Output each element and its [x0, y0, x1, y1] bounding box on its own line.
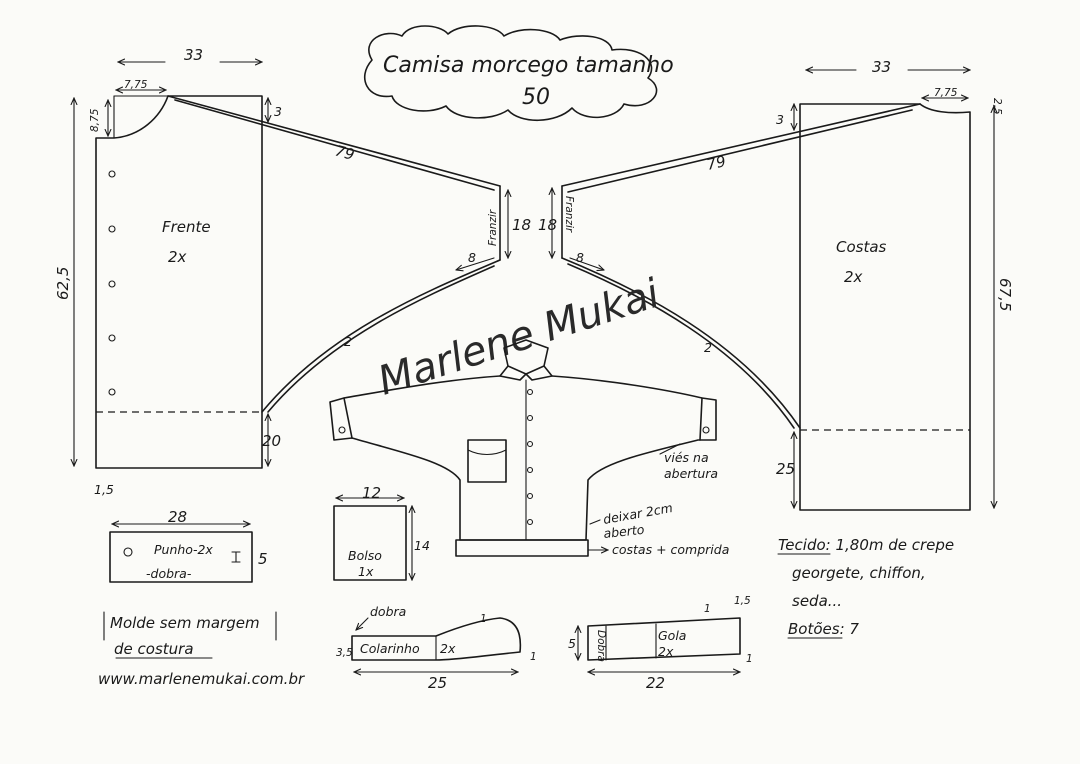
- fabric-notes: Tecido: 1,80m de crepe georgete, chiffon…: [777, 536, 954, 639]
- pocket-height: 14: [414, 538, 430, 553]
- front-sleeve-line: 79: [333, 142, 356, 164]
- seam-note-line-2: de costura: [114, 640, 194, 658]
- front-shoulder-drop: 3: [274, 104, 282, 119]
- bias-note-2: abertura: [664, 466, 718, 481]
- opening-note-2: aberto: [603, 522, 646, 541]
- collar-label: Colarinho: [360, 641, 420, 656]
- shirt-illustration: [329, 339, 717, 557]
- band-piece: Dobra Gola 2x 5 1,5 1 1 22: [568, 595, 753, 692]
- band-qty: 2x: [658, 644, 674, 659]
- fabric-line-2: georgete, chiffon,: [792, 564, 926, 582]
- pocket-piece: 12 Bolso 1x 14: [333, 484, 430, 581]
- back-piece: Costas 2x: [561, 103, 971, 511]
- back-curve-mark: 2: [704, 340, 712, 355]
- collar-height: 3,5: [336, 647, 353, 659]
- front-cuff-height: 18: [512, 216, 531, 234]
- front-hem-bottom: 1,5: [94, 482, 114, 497]
- band-height: 5: [568, 636, 576, 651]
- band-label: Gola: [658, 628, 686, 643]
- title-cloud: Camisa morcego tamanho 50: [363, 25, 674, 121]
- front-piece: Frente 2x: [95, 95, 501, 469]
- front-cuff-offset: 8: [468, 250, 476, 265]
- back-cuff-note: Franzir: [563, 196, 575, 233]
- back-neck-drop: 2,5: [991, 98, 1003, 115]
- back-length: 67,5: [996, 278, 1014, 311]
- front-length: 62,5: [54, 267, 72, 300]
- back-shoulder-drop: 3: [776, 112, 784, 127]
- front-neck-width: 7,75: [124, 79, 148, 91]
- cuff-label: Punho-2x: [154, 542, 213, 557]
- back-cuff-height: 18: [538, 216, 557, 234]
- back-hem-height: 25: [776, 460, 795, 478]
- collar-width: 25: [428, 674, 447, 692]
- sketch-notes: viés na abertura deixar 2cm aberto costa…: [587, 443, 729, 557]
- collar-end-b: 1: [530, 651, 537, 663]
- fabric-line-1: Tecido: 1,80m de crepe: [778, 536, 954, 554]
- bias-note-1: viés na: [664, 450, 709, 465]
- collar-piece: dobra Colarinho 2x 3,5 1 1 25: [336, 604, 537, 692]
- back-sleeve-line: 79: [705, 152, 728, 174]
- cuff-fold: -dobra-: [146, 566, 192, 581]
- band-fold: Dobra: [595, 630, 607, 662]
- cuff-height: 5: [258, 550, 268, 568]
- front-label: Frente: [162, 218, 211, 236]
- band-end-top: 1,5: [734, 595, 751, 607]
- longer-back-note: costas + comprida: [612, 542, 729, 557]
- band-end-mid: 1: [704, 603, 711, 615]
- front-dimensions: 33 7,75 8,75 3 79 18 Franzir 8 2 62,5 20…: [54, 46, 531, 497]
- front-qty: 2x: [168, 248, 187, 266]
- pocket-label: Bolso: [348, 548, 382, 563]
- pocket-qty: 1x: [358, 564, 374, 579]
- signature: Marlene Mukai: [373, 271, 665, 405]
- title-line-1: Camisa morcego tamanho: [383, 53, 674, 78]
- collar-fold: dobra: [370, 604, 406, 619]
- back-label: Costas: [836, 238, 887, 256]
- band-width: 22: [646, 674, 665, 692]
- buttons-count: Botões: 7: [788, 620, 859, 638]
- seam-note-line-1: Molde sem margem: [110, 614, 260, 632]
- title-size: 50: [522, 85, 550, 110]
- front-curve-mark: 2: [344, 334, 352, 349]
- collar-end-a: 1: [480, 613, 487, 625]
- back-width-top: 33: [872, 58, 891, 76]
- back-qty: 2x: [844, 268, 863, 286]
- back-neck-width: 7,75: [934, 87, 958, 99]
- cuff-piece: 28 Punho-2x -dobra- 5: [109, 508, 268, 583]
- front-hem-height: 20: [262, 432, 281, 450]
- collar-qty: 2x: [440, 641, 456, 656]
- front-width-top: 33: [184, 46, 203, 64]
- pocket-width: 12: [362, 484, 381, 502]
- signature-text: Marlene Mukai: [373, 271, 665, 405]
- back-dimensions: 33 7,75 2,5 3 79 18 Franzir 8 2 67,5 25: [538, 58, 1014, 508]
- front-neck-drop: 8,75: [89, 108, 101, 132]
- cuff-width: 28: [168, 508, 187, 526]
- front-cuff-note: Franzir: [487, 209, 499, 246]
- band-end-bottom: 1: [746, 653, 753, 665]
- website: www.marlenemukai.com.br: [98, 670, 305, 688]
- fabric-line-3: seda...: [792, 592, 842, 610]
- seam-note: Molde sem margem de costura www.marlenem…: [98, 611, 305, 688]
- back-cuff-offset: 8: [576, 250, 584, 265]
